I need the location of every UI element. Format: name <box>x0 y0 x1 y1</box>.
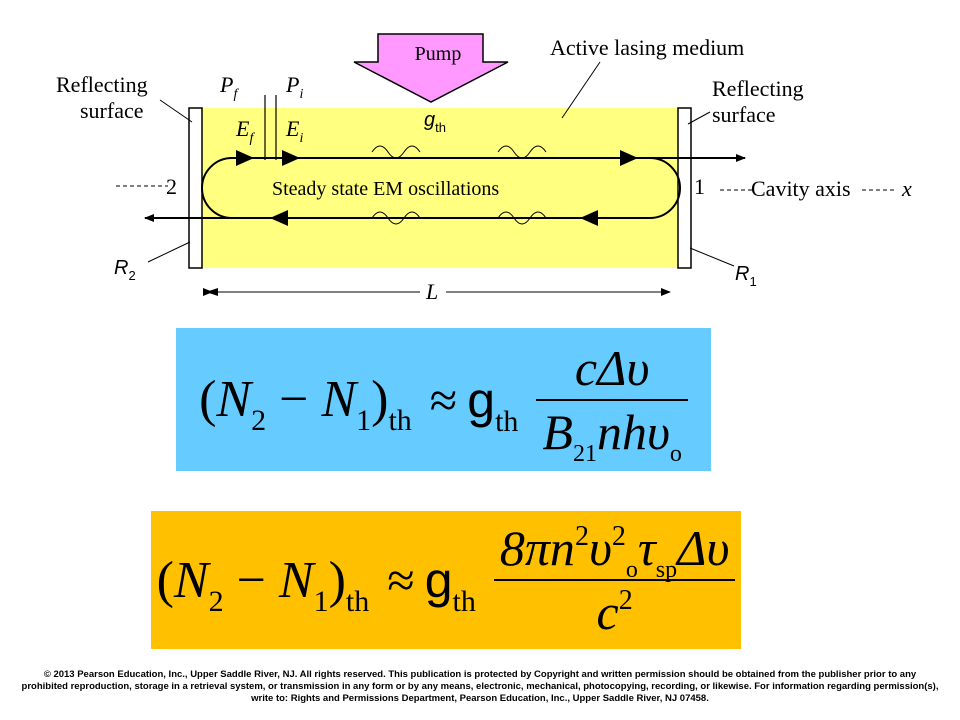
eq1-fraction: cΔυ B21nhυo <box>536 339 688 467</box>
right-surface-label-line2: surface <box>712 102 776 127</box>
r2-label: R2 <box>114 257 136 283</box>
point-1-label: 1 <box>694 174 705 199</box>
length-arrow-left <box>206 288 218 296</box>
right-surface-label-line1: Reflecting <box>712 76 804 101</box>
active-medium-region <box>202 108 678 268</box>
cavity-axis-label: Cavity axis <box>751 176 851 201</box>
r1-label: R1 <box>735 263 757 289</box>
x-axis-label: x <box>901 176 912 201</box>
active-medium-label: Active lasing medium <box>550 35 744 60</box>
oscillation-label: Steady state EM oscillations <box>272 178 499 200</box>
ef-label: Ef <box>235 116 255 146</box>
gth-label: gth <box>424 109 446 135</box>
eq2-lhs: (N2 − N1)th <box>156 551 370 618</box>
loop-arrow-bottom-mid <box>580 210 598 226</box>
wave-bottom-right <box>497 211 547 225</box>
left-mirror <box>188 107 203 269</box>
eq1-fraction-bar <box>536 398 688 401</box>
r1-leader <box>689 247 735 267</box>
eq2-fraction-bar <box>493 579 736 581</box>
loop-arrow-top-right <box>620 150 638 166</box>
eq1-denominator: B21nhυo <box>542 403 682 467</box>
eq1-gth: gth <box>467 371 519 438</box>
eq2-gth: gth <box>424 552 476 618</box>
length-label: L <box>425 279 438 304</box>
left-surface-label-line1: Reflecting <box>56 72 148 97</box>
pump-arrow <box>353 33 509 103</box>
ei-label: Ei <box>285 116 303 146</box>
eq2-approx: ≈ <box>387 552 415 608</box>
eq1-lhs: (N2 − N1)th <box>199 371 412 437</box>
eq1-numerator: cΔυ <box>574 339 650 396</box>
eq2-numerator: 8πn2υ2oτspΔυ <box>499 520 730 583</box>
laser-cavity-diagram: Pump Active lasing medium Reflecting sur… <box>56 33 912 304</box>
eq1-approx: ≈ <box>429 371 458 428</box>
wave-bottom-left <box>371 211 421 225</box>
left-surface-label-line2: surface <box>80 98 144 123</box>
eq2-fraction: 8πn2υ2oτspΔυ c2 <box>493 519 736 641</box>
point-2-label: 2 <box>166 174 177 199</box>
right-surface-leader <box>687 111 711 125</box>
pf-label: Pf <box>219 72 239 102</box>
left-surface-leader <box>159 99 193 123</box>
oscillation-loop <box>201 157 681 219</box>
right-mirror <box>677 107 692 269</box>
loop-arrow-ei <box>282 150 300 166</box>
threshold-equation-2: (N2 − N1)th ≈ gth 8πn2υ2oτspΔυ c2 <box>151 511 741 649</box>
r2-leader <box>147 241 191 263</box>
eq2-denominator: c2 <box>596 584 633 640</box>
loop-arrow-ef <box>236 150 254 166</box>
pump-label: Pump <box>415 43 462 65</box>
threshold-equation-1: (N2 − N1)th ≈ gth cΔυ B21nhυo <box>176 328 711 471</box>
pi-label: Pi <box>285 72 303 102</box>
copyright-notice: © 2013 Pearson Education, Inc., Upper Sa… <box>21 669 939 704</box>
wave-top-right <box>497 145 547 159</box>
wave-top-left <box>371 145 421 159</box>
active-medium-leader <box>561 61 601 119</box>
loop-arrow-bottom-left <box>270 210 288 226</box>
